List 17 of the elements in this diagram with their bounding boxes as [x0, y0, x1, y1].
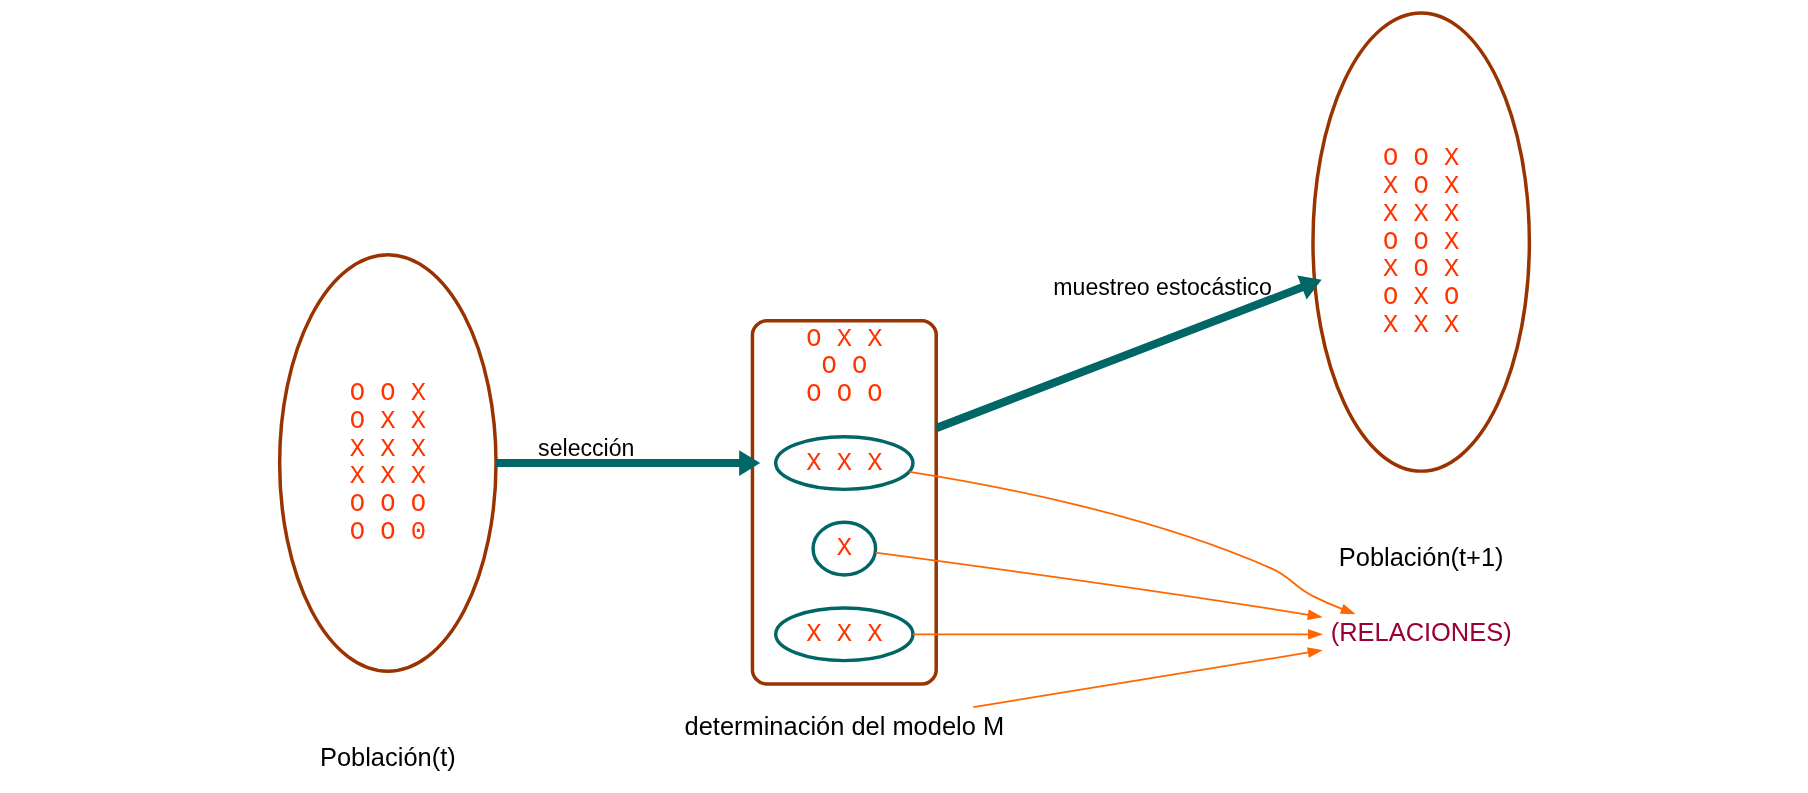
- arrow: [874, 551, 1323, 620]
- edge-label: selección: [537, 435, 634, 462]
- arrow: [495, 450, 760, 476]
- node-ellipse: O O X O X X X X X X X X O O O O O 0: [277, 253, 498, 674]
- node-ellipse: X: [810, 520, 877, 577]
- node-label: Población(t): [319, 742, 456, 771]
- edge-label: muestreo estocástico: [1052, 274, 1272, 301]
- arrow: [972, 647, 1323, 709]
- node-ellipse: X X X: [773, 434, 915, 492]
- arrow: [911, 629, 1323, 640]
- arrow: [934, 275, 1322, 432]
- node-label: Población(t+1): [1338, 542, 1504, 571]
- node-text: determinación del modelo M: [684, 711, 1004, 740]
- node-ellipse: O O X X O X X X X O O X X O X O X O X X X: [1310, 11, 1531, 473]
- node-text: (RELACIONES): [1330, 617, 1512, 646]
- node-ellipse: X X X: [773, 606, 915, 663]
- arrow: [908, 470, 1356, 615]
